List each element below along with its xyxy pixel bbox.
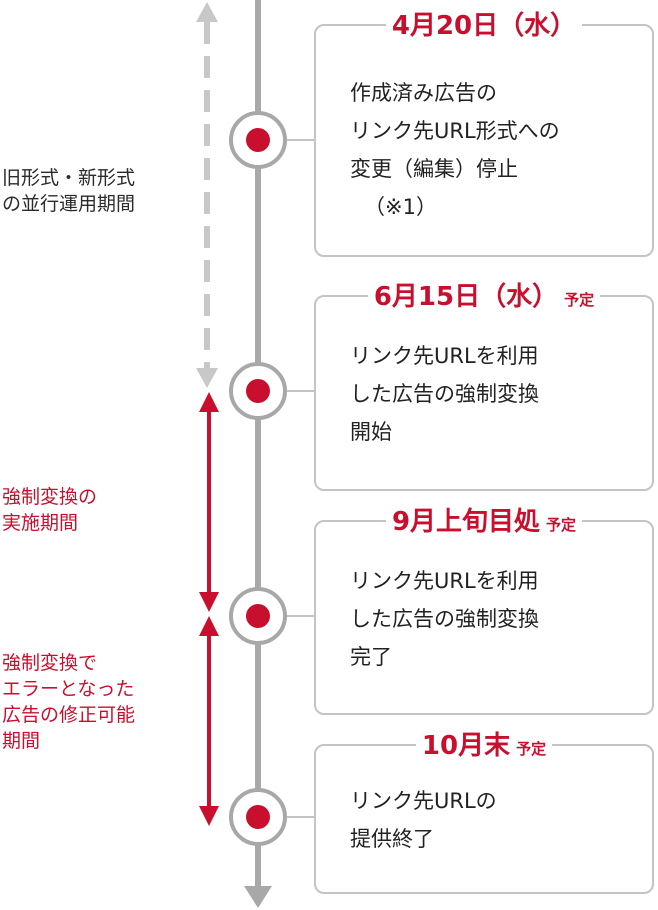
event-card-1-line-1: 作成済み広告の xyxy=(350,81,497,105)
event-card-4-body: リンク先URLの 提供終了 xyxy=(350,782,497,858)
event-card-4-header: 10月末予定 xyxy=(316,731,652,764)
forced-conversion-arrow-up-icon xyxy=(199,392,219,412)
parallel-period-label-line-2: の並行運用期間 xyxy=(2,193,136,215)
event-card-3-date: 9月上旬目処 xyxy=(391,507,541,537)
milestone-marker-4 xyxy=(229,788,287,846)
event-card-4-tag: 予定 xyxy=(516,740,547,758)
event-card-1-header: 4月20日（水） xyxy=(316,11,652,44)
event-card-2-header: 6月15日（水） 予定 xyxy=(316,282,652,315)
event-card-3-header: 9月上旬目処予定 xyxy=(316,507,652,540)
event-card-1-line-2: リンク先URL形式への xyxy=(350,119,560,143)
correction-period-arrow-up-icon xyxy=(199,616,219,636)
event-card-2-line-1: リンク先URLを利用 xyxy=(350,344,539,368)
event-card-3-line-3: 完了 xyxy=(350,645,392,669)
correction-period-label-line-1: 強制変換で xyxy=(2,652,98,674)
parallel-period-arrow-up-icon xyxy=(196,2,218,22)
event-card-1: 4月20日（水） 作成済み広告の リンク先URL形式への 変更（編集）停止 （※… xyxy=(314,11,654,257)
forced-conversion-arrow-down-icon xyxy=(199,592,219,612)
event-card-3-line-2: した広告の強制変換 xyxy=(350,607,539,631)
event-card-4-line-2: 提供終了 xyxy=(350,827,434,851)
event-card-3-body: リンク先URLを利用 した広告の強制変換 完了 xyxy=(350,562,539,676)
event-card-2-date: 6月15日（水） xyxy=(373,282,559,312)
milestone-marker-3 xyxy=(229,587,287,645)
event-card-4: 10月末予定 リンク先URLの 提供終了 xyxy=(314,731,654,894)
timeline-arrow-down-icon xyxy=(244,886,272,908)
correction-period-label-line-4: 期間 xyxy=(2,730,41,752)
event-card-2-body: リンク先URLを利用 した広告の強制変換 開始 xyxy=(350,337,539,451)
event-card-1-date: 4月20日（水） xyxy=(391,11,577,41)
correction-period-label: 強制変換で エラーとなった 広告の修正可能 期間 xyxy=(2,650,135,754)
event-card-3-tag: 予定 xyxy=(546,516,577,534)
correction-period-arrow-down-icon xyxy=(199,806,219,826)
correction-period-label-line-3: 広告の修正可能 xyxy=(2,704,136,726)
event-card-3: 9月上旬目処予定 リンク先URLを利用 した広告の強制変換 完了 xyxy=(314,507,654,715)
event-card-3-line-1: リンク先URLを利用 xyxy=(350,569,539,593)
parallel-period-arrow-down-icon xyxy=(196,368,218,388)
parallel-period-label: 旧形式・新形式 の並行運用期間 xyxy=(2,165,135,217)
event-card-4-line-1: リンク先URLの xyxy=(350,789,497,813)
event-card-2-tag: 予定 xyxy=(564,291,595,309)
event-card-2: 6月15日（水） 予定 リンク先URLを利用 した広告の強制変換 開始 xyxy=(314,282,654,491)
event-card-1-line-4: （※1） xyxy=(364,195,437,219)
event-card-1-body: 作成済み広告の リンク先URL形式への 変更（編集）停止 （※1） xyxy=(350,74,560,226)
event-card-2-line-2: した広告の強制変換 xyxy=(350,382,539,406)
event-card-2-line-3: 開始 xyxy=(350,420,392,444)
forced-conversion-label-line-1: 強制変換の xyxy=(2,486,98,508)
forced-conversion-label-line-2: 実施期間 xyxy=(2,512,79,534)
forced-conversion-period-label: 強制変換の 実施期間 xyxy=(2,484,97,536)
event-card-4-date: 10月末 xyxy=(421,731,511,761)
milestone-marker-2 xyxy=(229,362,287,420)
event-card-1-line-3: 変更（編集）停止 xyxy=(350,157,518,181)
correction-period-label-line-2: エラーとなった xyxy=(2,678,135,700)
milestone-marker-1 xyxy=(229,111,287,169)
parallel-period-label-line-1: 旧形式・新形式 xyxy=(2,167,136,189)
